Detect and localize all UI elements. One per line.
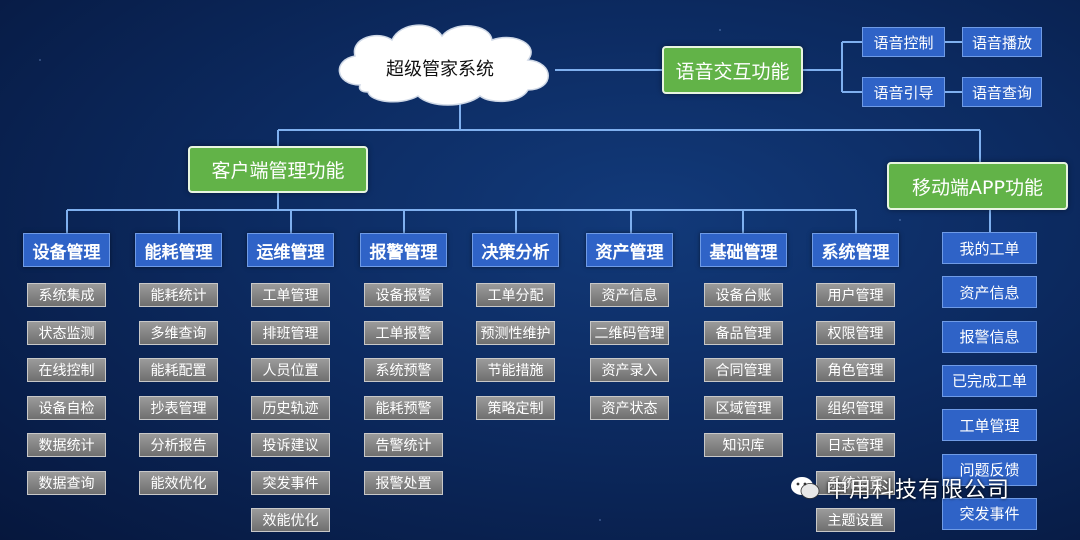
module-item: 在线控制: [27, 358, 106, 382]
module-item: 资产信息: [590, 283, 669, 307]
module-item: 历史轨迹: [251, 395, 330, 420]
module-item: 状态监测: [27, 320, 106, 345]
wechat-icon: [791, 477, 820, 499]
module-header: 决策分析: [472, 233, 559, 267]
module-header: 系统管理: [812, 233, 899, 267]
module-item: 日志管理: [816, 433, 895, 457]
module-item: 能耗配置: [139, 358, 218, 382]
module-item: 能效优化: [139, 470, 218, 495]
module-item: 系统集成: [27, 283, 106, 307]
module-item: 排班管理: [251, 320, 330, 345]
module-item: 能耗预警: [364, 395, 443, 420]
module-item: 策略定制: [476, 395, 555, 420]
mobile-item: 报警信息: [942, 320, 1037, 353]
module-header: 能耗管理: [135, 233, 222, 267]
module-item: 数据统计: [27, 433, 106, 457]
module-item: 系统设置: [816, 470, 895, 495]
module-item: 系统预警: [364, 358, 443, 382]
voice-item: 语音播放: [962, 27, 1042, 57]
module-item: 区域管理: [704, 395, 783, 420]
watermark-text: 中用科技有限公司: [826, 478, 1011, 503]
module-item: 设备自检: [27, 395, 106, 420]
mobile-item: 问题反馈: [942, 453, 1037, 486]
module-item: 效能优化: [251, 508, 330, 532]
module-header: 资产管理: [586, 233, 673, 267]
module-header: 运维管理: [247, 233, 334, 267]
voice-item: 语音引导: [862, 77, 945, 107]
module-item: 能耗统计: [139, 283, 218, 307]
mobile-function-node: 移动端APP功能: [887, 162, 1068, 210]
watermark: 中用科技有限公司: [790, 472, 1010, 504]
module-item: 数据查询: [27, 470, 106, 495]
module-item: 设备台账: [704, 283, 783, 307]
module-item: 主题设置: [816, 508, 895, 532]
module-header: 报警管理: [360, 233, 447, 267]
mobile-item: 已完成工单: [942, 364, 1037, 397]
root-node: 超级管家系统: [386, 59, 494, 80]
client-function-node: 客户端管理功能: [188, 146, 368, 193]
module-item: 备品管理: [704, 320, 783, 345]
module-item: 角色管理: [816, 358, 895, 382]
module-item: 二维码管理: [590, 320, 669, 345]
module-item: 投诉建议: [251, 433, 330, 457]
mobile-item: 资产信息: [942, 276, 1037, 309]
module-item: 工单报警: [364, 320, 443, 345]
mobile-item: 工单管理: [942, 409, 1037, 442]
module-item: 分析报告: [139, 433, 218, 457]
module-item: 知识库: [704, 433, 783, 457]
cloud-shape: [338, 24, 549, 106]
module-item: 权限管理: [816, 320, 895, 345]
module-item: 抄表管理: [139, 395, 218, 420]
voice-item: 语音控制: [862, 27, 945, 57]
module-item: 组织管理: [816, 395, 895, 420]
module-item: 资产录入: [590, 358, 669, 382]
module-item: 用户管理: [816, 283, 895, 307]
module-item: 预测性维护: [476, 320, 555, 345]
module-item: 告警统计: [364, 433, 443, 457]
module-item: 合同管理: [704, 358, 783, 382]
module-item: 节能措施: [476, 358, 555, 382]
mobile-item: 突发事件: [942, 497, 1037, 530]
module-header: 基础管理: [700, 233, 787, 267]
module-item: 突发事件: [251, 470, 330, 495]
voice-function-node: 语音交互功能: [662, 46, 803, 94]
module-header: 设备管理: [23, 233, 110, 267]
module-item: 工单分配: [476, 283, 555, 307]
module-item: 资产状态: [590, 395, 669, 420]
module-item: 工单管理: [251, 283, 330, 307]
mobile-item: 我的工单: [942, 232, 1037, 264]
module-item: 设备报警: [364, 283, 443, 307]
module-item: 人员位置: [251, 358, 330, 382]
voice-item: 语音查询: [962, 77, 1042, 107]
module-item: 多维查询: [139, 320, 218, 345]
module-item: 报警处置: [364, 470, 443, 495]
